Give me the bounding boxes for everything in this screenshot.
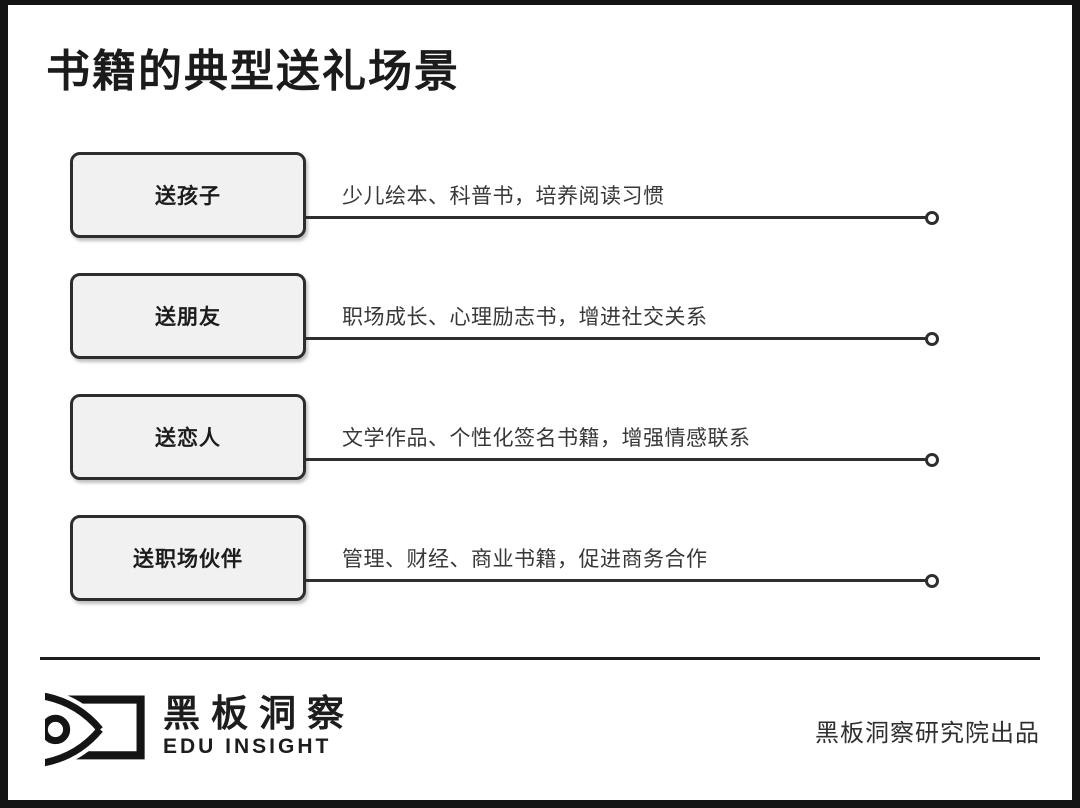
scenario-row-children: 送孩子 少儿绘本、科普书，培养阅读习惯 (70, 152, 950, 238)
line-end-circle-icon (925, 210, 939, 225)
scenario-label: 送朋友 (155, 306, 221, 329)
connector-line (306, 452, 939, 467)
scenario-description: 少儿绘本、科普书，培养阅读习惯 (342, 185, 665, 208)
scenario-label: 送职场伙伴 (133, 548, 243, 571)
edu-insight-eye-logo-icon (45, 693, 145, 769)
footer-divider (40, 657, 1040, 660)
scenario-description: 管理、财经、商业书籍，促进商务合作 (342, 548, 708, 571)
brand-logo: 黑板洞察 EDU INSIGHT (45, 691, 355, 771)
scenario-box: 送孩子 (70, 152, 306, 238)
scenario-box: 送恋人 (70, 394, 306, 480)
scenario-row-lovers: 送恋人 文学作品、个性化签名书籍，增强情感联系 (70, 394, 950, 480)
credit-text: 黑板洞察研究院出品 (815, 720, 1040, 747)
line-end-circle-icon (925, 452, 939, 467)
brand-name-cn: 黑板洞察 (163, 693, 355, 734)
brand-logo-text: 黑板洞察 EDU INSIGHT (163, 693, 355, 759)
page-title: 书籍的典型送礼场景 (46, 47, 460, 96)
scenario-description: 职场成长、心理励志书，增进社交关系 (342, 306, 708, 329)
scenario-row-colleagues: 送职场伙伴 管理、财经、商业书籍，促进商务合作 (70, 515, 950, 601)
line-end-circle-icon (925, 331, 939, 346)
scenario-box: 送职场伙伴 (70, 515, 306, 601)
scenario-label: 送恋人 (155, 427, 221, 450)
connector-line (306, 573, 939, 588)
connector-line (306, 331, 939, 346)
connector-line (306, 210, 939, 225)
scenario-box: 送朋友 (70, 273, 306, 359)
scenario-row-friends: 送朋友 职场成长、心理励志书，增进社交关系 (70, 273, 950, 359)
scenario-description: 文学作品、个性化签名书籍，增强情感联系 (342, 427, 751, 450)
scenario-label: 送孩子 (155, 185, 221, 208)
brand-name-en: EDU INSIGHT (163, 735, 332, 758)
line-end-circle-icon (925, 573, 939, 588)
